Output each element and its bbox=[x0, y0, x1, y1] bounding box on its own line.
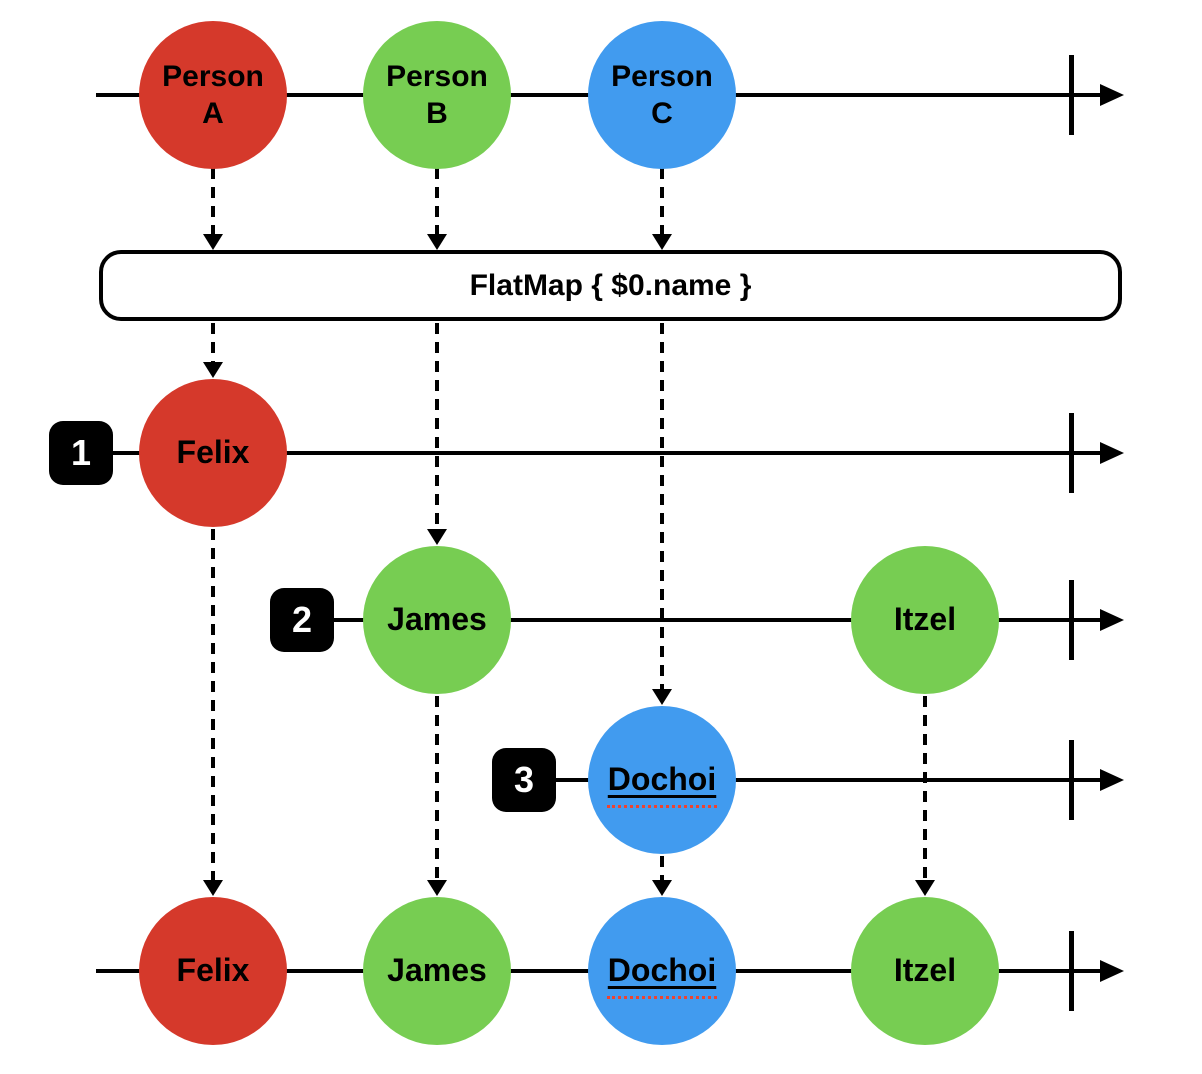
output-timeline-tick bbox=[1069, 931, 1074, 1011]
marble-label: Person bbox=[386, 60, 488, 93]
marble-james-inner: James bbox=[363, 546, 511, 694]
inner-timeline-2-badge: 2 bbox=[270, 588, 334, 652]
inner-timeline-1-badge: 1 bbox=[49, 421, 113, 485]
badge-number: 3 bbox=[513, 759, 535, 800]
source-timeline-arrowhead bbox=[1100, 84, 1124, 106]
badge-number: 2 bbox=[291, 599, 313, 640]
marble-person-b: Person B bbox=[363, 21, 511, 169]
marble-label: A bbox=[202, 97, 224, 130]
inner-timeline-2-line bbox=[300, 618, 1104, 622]
marble-dochoi-inner: Dochoi bbox=[588, 706, 736, 854]
inner-timeline-2-tick bbox=[1069, 580, 1074, 660]
output-timeline-arrowhead bbox=[1100, 960, 1124, 982]
dashed-connector-operator-to-dochoi bbox=[660, 323, 664, 689]
marble-label: Person bbox=[611, 60, 713, 93]
marble-label: C bbox=[651, 97, 673, 130]
marble-label: Person bbox=[162, 60, 264, 93]
marble-label: Felix bbox=[176, 952, 250, 989]
inner-timeline-3-badge: 3 bbox=[492, 748, 556, 812]
marble-label: B bbox=[426, 97, 448, 130]
dashed-connector-james-to-output bbox=[435, 696, 439, 880]
marble-person-a: Person A bbox=[139, 21, 287, 169]
inner-timeline-3-tick bbox=[1069, 740, 1074, 820]
dashed-arrowhead-icon bbox=[427, 529, 447, 545]
marble-label: Itzel bbox=[893, 601, 957, 638]
marble-label: James bbox=[387, 601, 487, 638]
dashed-arrowhead-icon bbox=[652, 880, 672, 896]
dashed-connector-itzel-to-output bbox=[923, 696, 927, 880]
marble-james-output: James bbox=[363, 897, 511, 1045]
marble-label: Dochoi bbox=[606, 952, 718, 999]
inner-timeline-3-arrowhead bbox=[1100, 769, 1124, 791]
marble-label: Dochoi bbox=[606, 761, 718, 808]
dashed-arrowhead-icon bbox=[203, 362, 223, 378]
marble-label: Felix bbox=[176, 434, 250, 471]
source-timeline-tick bbox=[1069, 55, 1074, 135]
dashed-connector-b-to-operator bbox=[435, 168, 439, 234]
inner-timeline-1-line bbox=[78, 451, 1104, 455]
dashed-arrowhead-icon bbox=[427, 880, 447, 896]
marble-itzel-output: Itzel bbox=[851, 897, 999, 1045]
dashed-arrowhead-icon bbox=[203, 234, 223, 250]
inner-timeline-2-arrowhead bbox=[1100, 609, 1124, 631]
marble-person-c: Person C bbox=[588, 21, 736, 169]
marble-label: James bbox=[387, 952, 487, 989]
dashed-connector-dochoi-to-output bbox=[660, 856, 664, 880]
dashed-connector-operator-to-felix bbox=[211, 323, 215, 362]
dashed-connector-c-to-operator bbox=[660, 168, 664, 234]
marble-dochoi-output: Dochoi bbox=[588, 897, 736, 1045]
dashed-connector-a-to-operator bbox=[211, 168, 215, 234]
inner-timeline-3-line bbox=[520, 778, 1104, 782]
dashed-arrowhead-icon bbox=[427, 234, 447, 250]
inner-timeline-1-arrowhead bbox=[1100, 442, 1124, 464]
dashed-arrowhead-icon bbox=[203, 880, 223, 896]
flatmap-operator-label: FlatMap { $0.name } bbox=[469, 268, 752, 302]
marble-itzel-inner: Itzel bbox=[851, 546, 999, 694]
marble-felix-inner: Felix bbox=[139, 379, 287, 527]
badge-number: 1 bbox=[70, 432, 92, 473]
dashed-connector-felix-to-output bbox=[211, 529, 215, 880]
dashed-connector-operator-to-james bbox=[435, 323, 439, 529]
marble-felix-output: Felix bbox=[139, 897, 287, 1045]
dashed-arrowhead-icon bbox=[652, 234, 672, 250]
inner-timeline-1-tick bbox=[1069, 413, 1074, 493]
marble-label: Itzel bbox=[893, 952, 957, 989]
dashed-arrowhead-icon bbox=[915, 880, 935, 896]
dashed-arrowhead-icon bbox=[652, 689, 672, 705]
flatmap-operator-box: FlatMap { $0.name } bbox=[99, 250, 1122, 321]
